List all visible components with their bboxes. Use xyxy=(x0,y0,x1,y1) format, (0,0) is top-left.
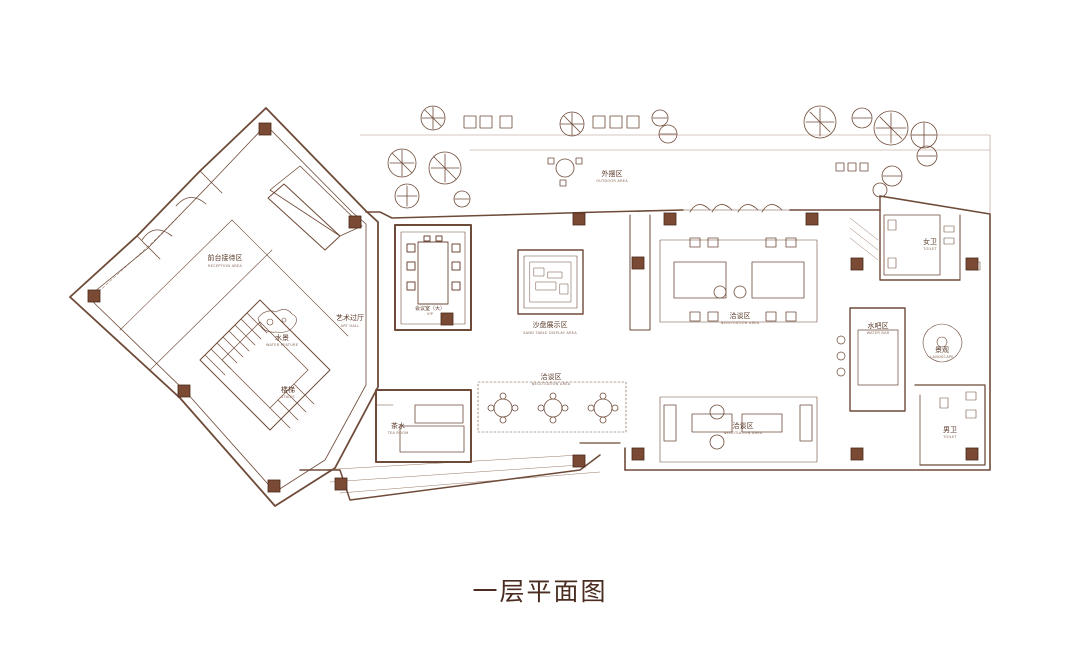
sand-table-drawing xyxy=(517,249,584,315)
label-reception-en: RECEPTION AREA xyxy=(208,264,242,268)
label-landscape-en: LANDSCAPE xyxy=(930,355,954,359)
label-outdoor-en: OUTDOOR AREA xyxy=(596,179,628,183)
negotiation-area-2-furniture xyxy=(659,237,818,323)
label-reception: 前台接待区 xyxy=(208,253,243,262)
plan-caption: 一层平面图 xyxy=(472,577,608,606)
label-water-bar-en: WATER BAR xyxy=(867,331,890,335)
landscape-trees xyxy=(387,105,938,209)
label-negotiation-3-en: NEGOTIATION AREA xyxy=(724,431,763,435)
room-labels: 前台接待区 RECEPTION AREA 艺术过厅 ART HALL 水景 WA… xyxy=(208,169,958,439)
label-tea-room-en: TEA ROOM xyxy=(387,431,409,435)
label-male-wc-en: TOILET xyxy=(942,435,957,439)
label-art-hall: 艺术过厅 xyxy=(336,313,364,322)
label-negotiation-1: 洽谈区 xyxy=(541,372,562,381)
label-stairs-en: STAIRS xyxy=(281,395,295,399)
negotiation-area-1-furniture xyxy=(477,381,627,433)
label-art-hall-en: ART HALL xyxy=(341,324,360,328)
label-male-wc: 男卫 xyxy=(943,426,957,434)
label-landscape: 景观 xyxy=(935,346,949,354)
negotiation-area-3-furniture xyxy=(659,396,818,463)
structural-columns xyxy=(87,122,979,493)
tea-room-drawing xyxy=(375,389,472,463)
label-water-feature: 水景 xyxy=(275,333,289,342)
water-feature-drawing xyxy=(257,309,297,333)
label-outdoor: 外摆区 xyxy=(602,169,623,178)
west-wing-walls xyxy=(69,107,601,507)
label-stairs: 楼梯 xyxy=(281,385,295,394)
label-water-bar: 水吧区 xyxy=(868,321,889,330)
stairs-drawing xyxy=(199,299,331,431)
label-negotiation-2: 洽谈区 xyxy=(730,311,751,320)
label-sand-table-en: SAND TABLE DISPLAY AREA xyxy=(523,331,577,335)
label-female-wc: 女卫 xyxy=(923,237,937,246)
label-vip-room: 会议室（大） xyxy=(415,305,445,312)
label-vip-room-en: VIP xyxy=(427,312,434,316)
label-sand-table: 沙盘展示区 xyxy=(533,320,568,329)
landscape-drawing xyxy=(922,323,963,363)
label-water-feature-en: WATER FEATURE xyxy=(266,343,299,347)
vip-room-drawing xyxy=(394,224,472,331)
label-negotiation-3: 洽谈区 xyxy=(733,421,754,430)
label-negotiation-2-en: NEGOTIATION AREA xyxy=(721,321,760,325)
main-hall-walls xyxy=(365,195,991,471)
water-bar-drawing xyxy=(836,307,906,412)
label-female-wc-en: TOILET xyxy=(922,247,937,251)
label-negotiation-1-en: NEGOTIATION AREA xyxy=(532,382,571,386)
label-tea-room: 茶水 xyxy=(391,421,405,430)
